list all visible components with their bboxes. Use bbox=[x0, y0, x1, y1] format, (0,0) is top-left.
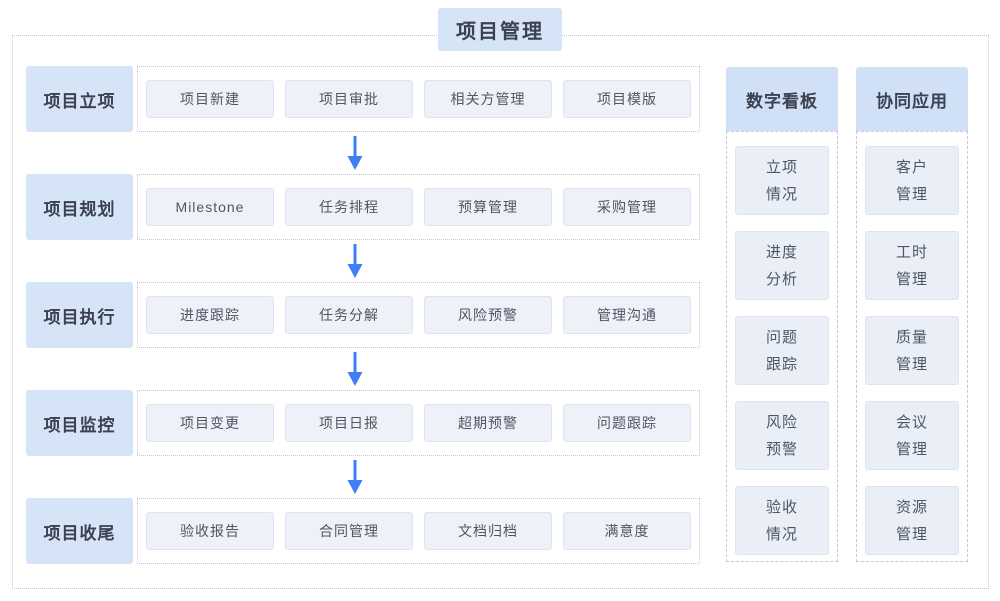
feature-item: 验收报告 bbox=[146, 512, 274, 550]
feature-item: 相关方管理 bbox=[424, 80, 552, 118]
dashboard-item: 风险 预警 bbox=[735, 401, 829, 470]
app-item: 客户 管理 bbox=[865, 146, 959, 215]
side-column-header: 数字看板 bbox=[726, 67, 838, 131]
stage-label: 项目立项 bbox=[26, 66, 133, 132]
dashboard-item: 立项 情况 bbox=[735, 146, 829, 215]
flow-connector bbox=[26, 456, 700, 498]
feature-item: 项目新建 bbox=[146, 80, 274, 118]
side-column-body: 立项 情况 进度 分析 问题 跟踪 风险 预警 验收 情况 bbox=[726, 131, 838, 562]
feature-item: 项目模版 bbox=[563, 80, 691, 118]
side-column-header: 协同应用 bbox=[856, 67, 968, 131]
dashboard-item: 进度 分析 bbox=[735, 231, 829, 300]
feature-item: 项目日报 bbox=[285, 404, 413, 442]
app-item: 会议 管理 bbox=[865, 401, 959, 470]
flow-connector bbox=[26, 240, 700, 282]
stage-row-initiation: 项目立项 项目新建 项目审批 相关方管理 项目模版 bbox=[26, 66, 700, 132]
stage-row-planning: 项目规划 Milestone 任务排程 预算管理 采购管理 bbox=[26, 174, 700, 240]
feature-item: 风险预警 bbox=[424, 296, 552, 334]
feature-item: 项目变更 bbox=[146, 404, 274, 442]
feature-item: 合同管理 bbox=[285, 512, 413, 550]
diagram-title: 项目管理 bbox=[438, 8, 562, 51]
flow-connector bbox=[26, 348, 700, 390]
stage-label: 项目监控 bbox=[26, 390, 133, 456]
feature-item: Milestone bbox=[146, 188, 274, 226]
app-item: 质量 管理 bbox=[865, 316, 959, 385]
stage-label: 项目规划 bbox=[26, 174, 133, 240]
app-item: 资源 管理 bbox=[865, 486, 959, 555]
feature-item: 任务分解 bbox=[285, 296, 413, 334]
feature-item: 满意度 bbox=[563, 512, 691, 550]
feature-item: 超期预警 bbox=[424, 404, 552, 442]
stage-items-container: 项目变更 项目日报 超期预警 问题跟踪 bbox=[137, 390, 700, 456]
stage-label: 项目执行 bbox=[26, 282, 133, 348]
feature-item: 管理沟通 bbox=[563, 296, 691, 334]
stage-items-container: 进度跟踪 任务分解 风险预警 管理沟通 bbox=[137, 282, 700, 348]
stage-label: 项目收尾 bbox=[26, 498, 133, 564]
feature-item: 任务排程 bbox=[285, 188, 413, 226]
stage-row-execution: 项目执行 进度跟踪 任务分解 风险预警 管理沟通 bbox=[26, 282, 700, 348]
side-column-dashboard: 数字看板 立项 情况 进度 分析 问题 跟踪 风险 预警 验收 情况 bbox=[726, 67, 838, 562]
feature-item: 预算管理 bbox=[424, 188, 552, 226]
down-arrow-icon bbox=[347, 460, 363, 494]
stage-row-monitoring: 项目监控 项目变更 项目日报 超期预警 问题跟踪 bbox=[26, 390, 700, 456]
app-item: 工时 管理 bbox=[865, 231, 959, 300]
feature-item: 采购管理 bbox=[563, 188, 691, 226]
stage-items-container: 验收报告 合同管理 文档归档 满意度 bbox=[137, 498, 700, 564]
feature-item: 项目审批 bbox=[285, 80, 413, 118]
feature-item: 问题跟踪 bbox=[563, 404, 691, 442]
process-flow: 项目立项 项目新建 项目审批 相关方管理 项目模版 项目规划 Milestone… bbox=[26, 66, 700, 564]
down-arrow-icon bbox=[347, 244, 363, 278]
stage-items-container: 项目新建 项目审批 相关方管理 项目模版 bbox=[137, 66, 700, 132]
dashboard-item: 验收 情况 bbox=[735, 486, 829, 555]
dashboard-item: 问题 跟踪 bbox=[735, 316, 829, 385]
stage-row-closure: 项目收尾 验收报告 合同管理 文档归档 满意度 bbox=[26, 498, 700, 564]
down-arrow-icon bbox=[347, 352, 363, 386]
side-column-body: 客户 管理 工时 管理 质量 管理 会议 管理 资源 管理 bbox=[856, 131, 968, 562]
side-column-apps: 协同应用 客户 管理 工时 管理 质量 管理 会议 管理 资源 管理 bbox=[856, 67, 968, 562]
flow-connector bbox=[26, 132, 700, 174]
stage-items-container: Milestone 任务排程 预算管理 采购管理 bbox=[137, 174, 700, 240]
feature-item: 文档归档 bbox=[424, 512, 552, 550]
feature-item: 进度跟踪 bbox=[146, 296, 274, 334]
down-arrow-icon bbox=[347, 136, 363, 170]
